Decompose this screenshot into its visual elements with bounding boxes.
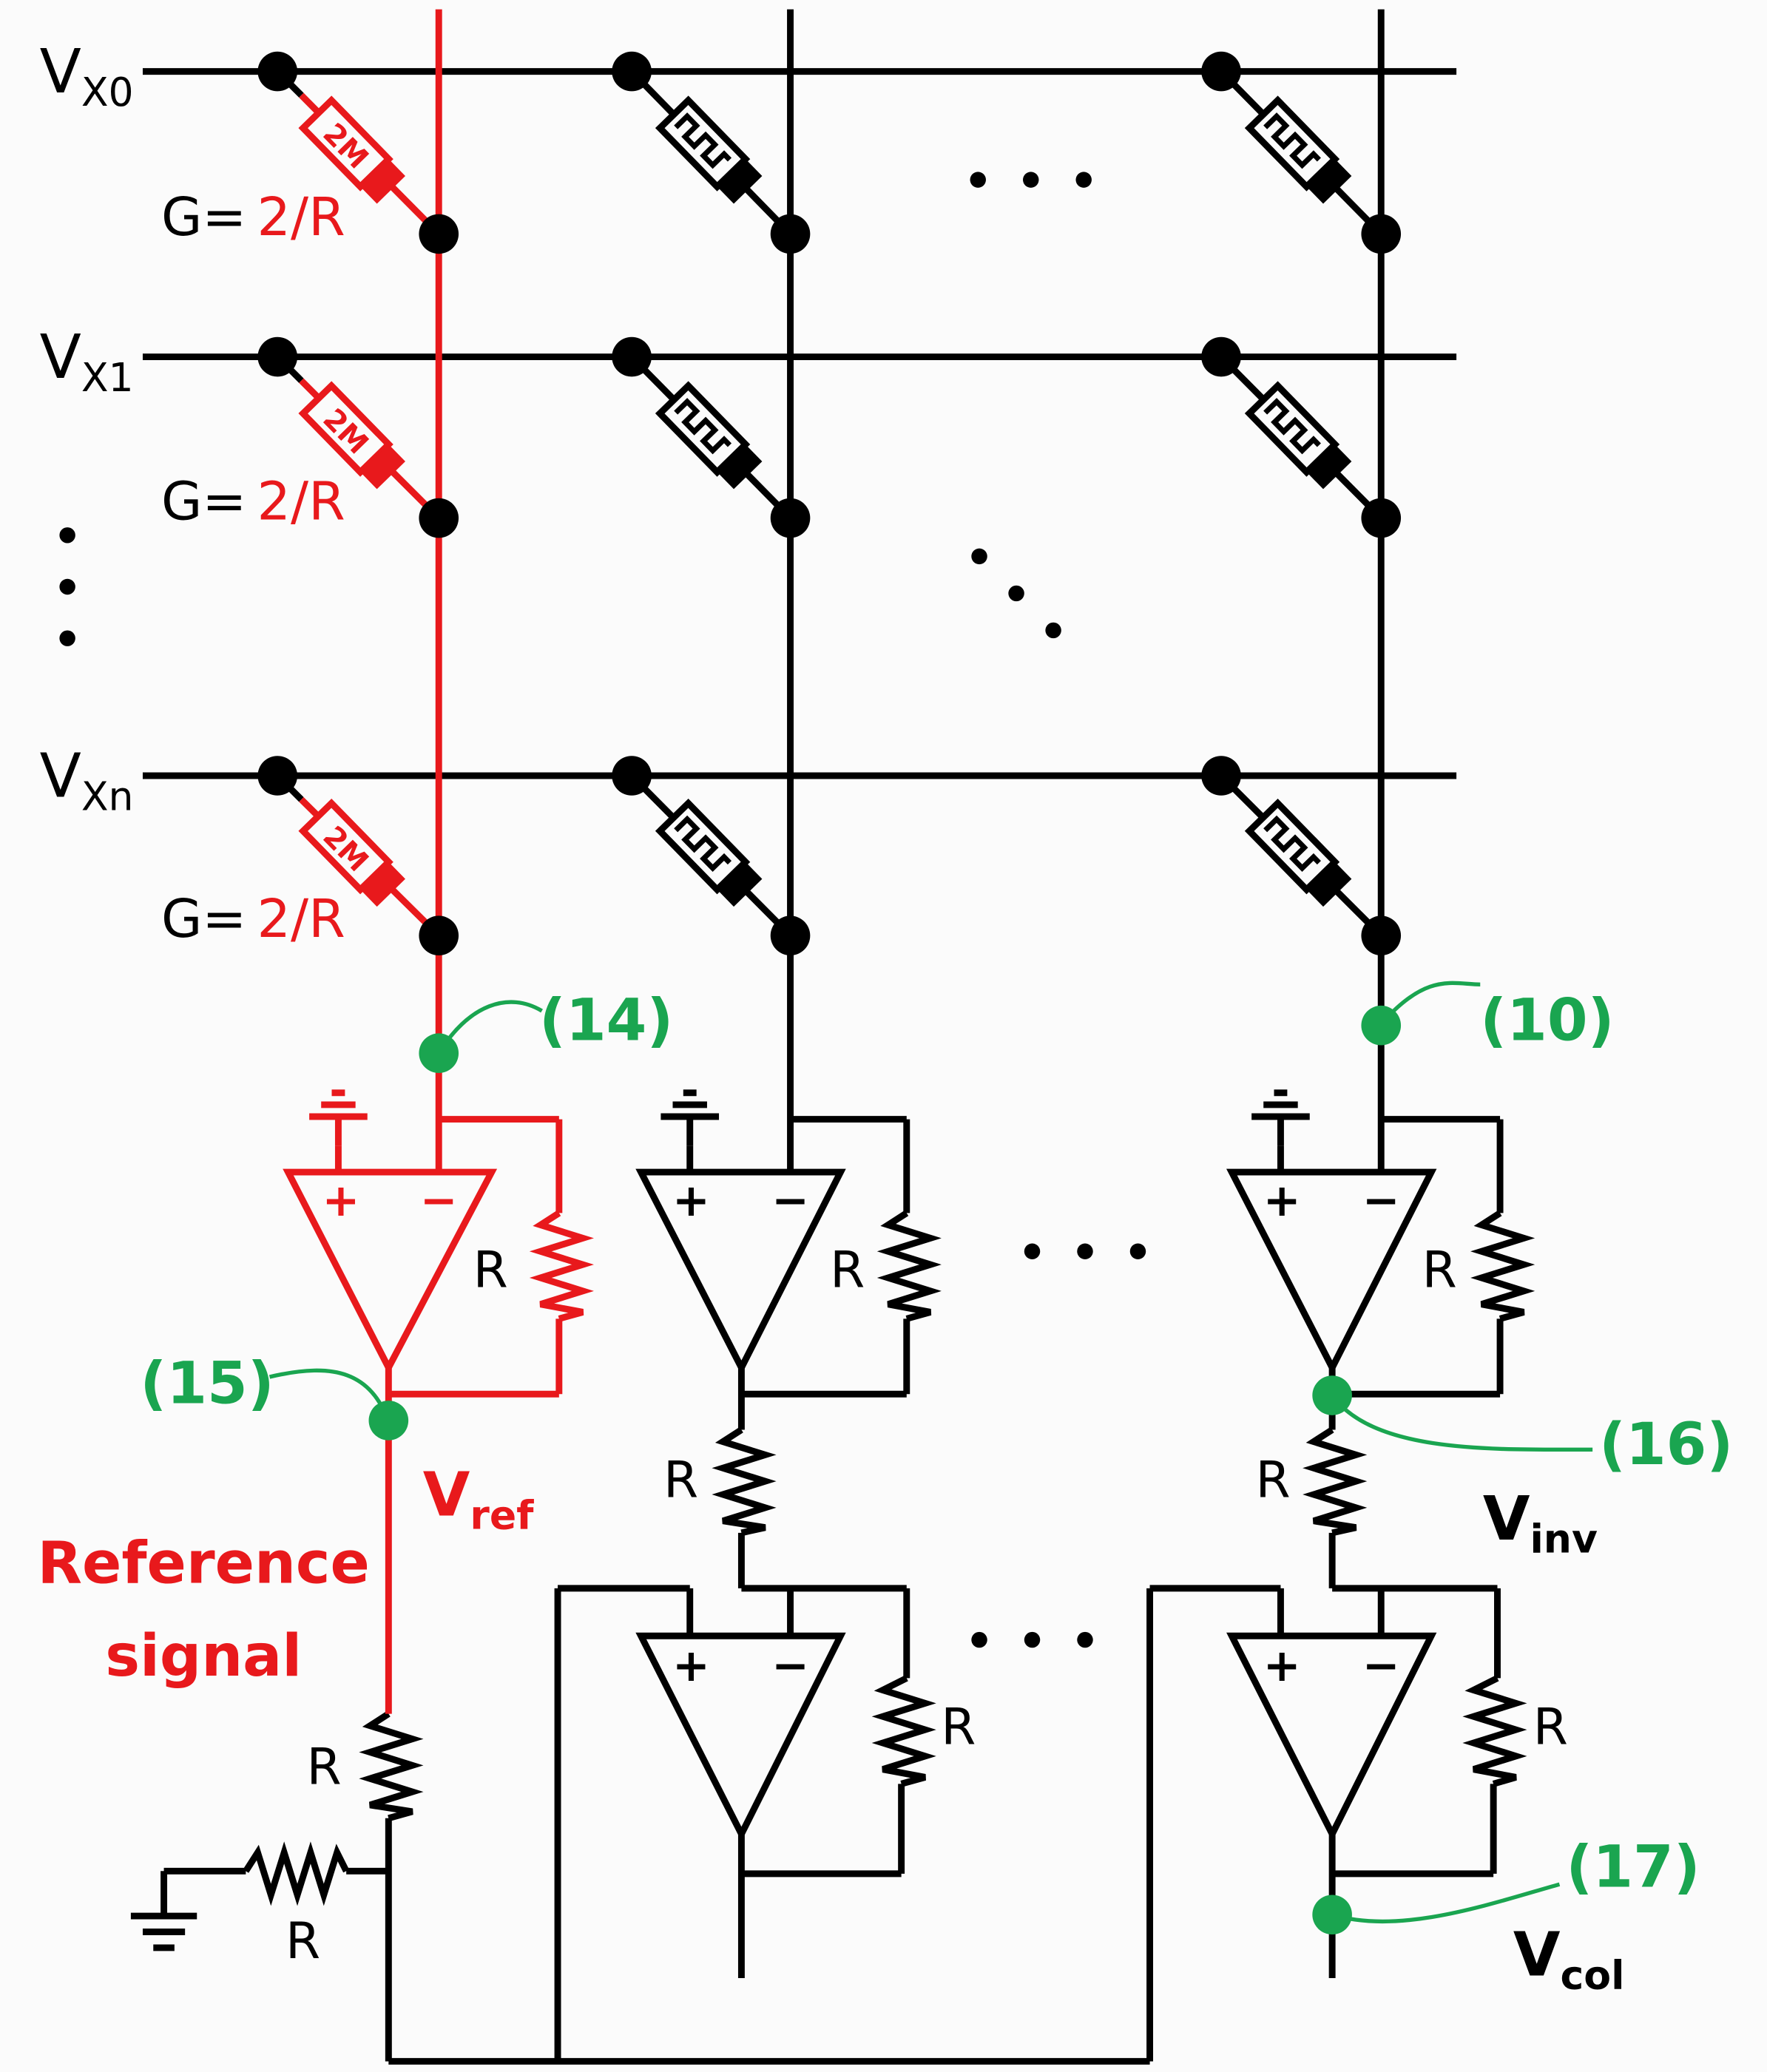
resistor-label: R bbox=[1422, 1241, 1457, 1299]
opamp-minus-sign: − bbox=[771, 1640, 809, 1692]
opamp-plus-sign: + bbox=[1263, 1640, 1301, 1692]
node-markers bbox=[368, 1005, 1402, 1935]
resistor-label: R bbox=[830, 1241, 865, 1299]
node-label-14: (14) bbox=[539, 986, 673, 1054]
memristor-icon bbox=[660, 101, 1351, 907]
opamp-plus-sign: + bbox=[672, 1640, 710, 1692]
resistor-label: R bbox=[1533, 1699, 1568, 1757]
row-label-vx1: VX1 bbox=[40, 322, 134, 401]
node-label-15: (15) bbox=[140, 1350, 274, 1418]
opamp-plus-sign: + bbox=[672, 1175, 710, 1227]
conductance-label: G=2/R bbox=[161, 186, 345, 248]
resistor-label: R bbox=[286, 1912, 320, 1971]
vinv-label: Vinv bbox=[1483, 1484, 1598, 1563]
reference-signal-line2: signal bbox=[105, 1622, 302, 1690]
resistor-label: R bbox=[1255, 1452, 1290, 1510]
resistor-label: R bbox=[307, 1738, 342, 1796]
opamp-plus-sign: + bbox=[322, 1175, 360, 1227]
crossbar-wires bbox=[142, 9, 1535, 2065]
reference-signal-line1: Reference bbox=[38, 1529, 370, 1597]
vcol-label: Vcol bbox=[1513, 1920, 1625, 1998]
conductance-label: G=2/R bbox=[161, 470, 345, 532]
opamp-minus-sign: − bbox=[420, 1175, 458, 1227]
resistor-label: R bbox=[473, 1241, 508, 1299]
node-label-10: (10) bbox=[1480, 986, 1614, 1054]
ellipsis-dots bbox=[59, 172, 1146, 1648]
ground-icon bbox=[660, 1093, 1309, 1145]
opamp-minus-sign: − bbox=[1362, 1640, 1400, 1692]
vref-label: Vref bbox=[423, 1460, 534, 1539]
ground-icon bbox=[309, 1093, 368, 1145]
resistor-label: R bbox=[663, 1452, 698, 1510]
ground-icon bbox=[130, 1912, 197, 1951]
resistor-label: R bbox=[941, 1699, 976, 1757]
row-label-vxn: VXn bbox=[40, 742, 134, 820]
junction-dots bbox=[257, 51, 1402, 956]
conductance-label: G=2/R bbox=[161, 888, 345, 949]
node-label-17: (17) bbox=[1566, 1833, 1700, 1901]
node-leader-lines bbox=[268, 981, 1593, 1924]
opamp-minus-sign: − bbox=[771, 1175, 809, 1227]
node-label-16: (16) bbox=[1599, 1410, 1733, 1478]
opamp-plus-sign: + bbox=[1263, 1175, 1301, 1227]
row-label-vx0: VX0 bbox=[40, 37, 134, 115]
opamp-minus-sign: − bbox=[1362, 1175, 1400, 1227]
